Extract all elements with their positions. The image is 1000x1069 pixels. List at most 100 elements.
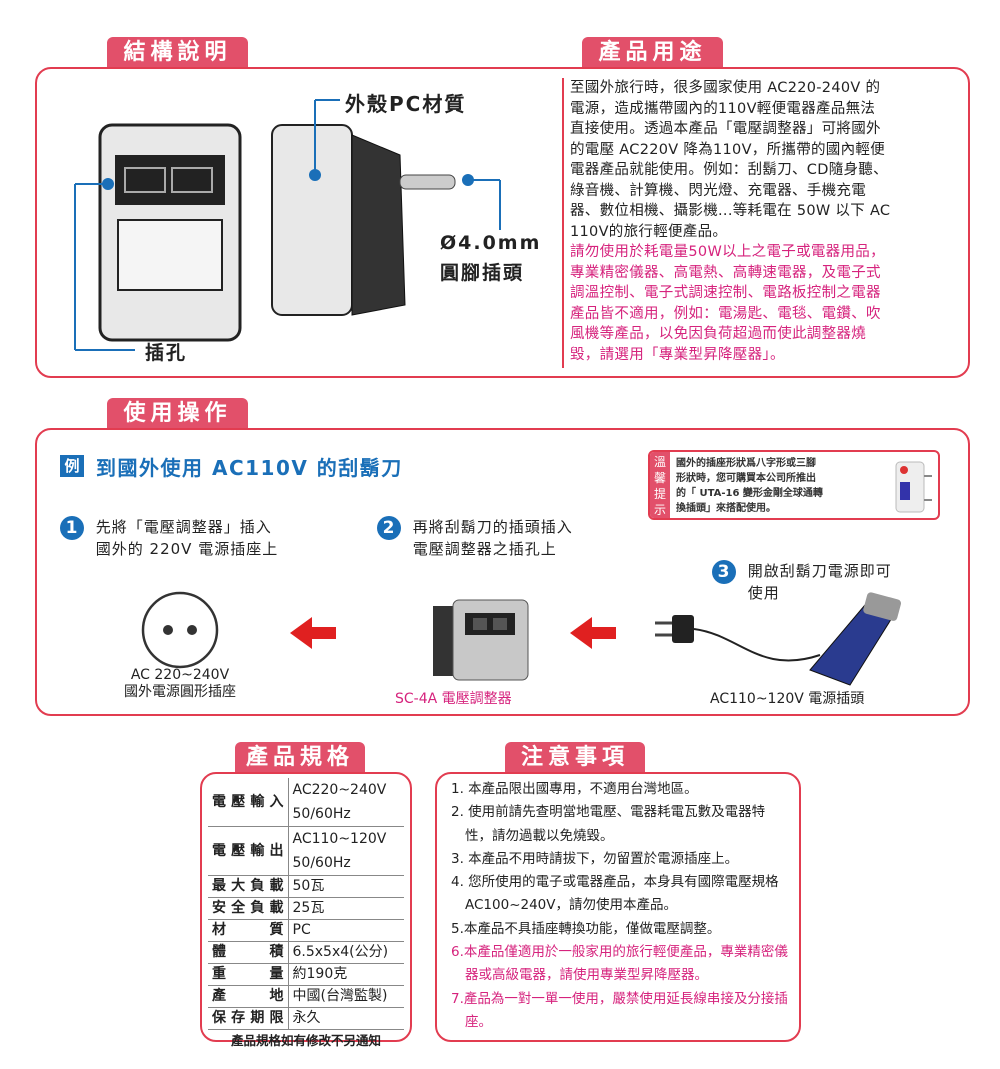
spec-value-line: PC (292, 922, 311, 938)
spec-key: 安全負載 (208, 897, 289, 920)
uta16-adapter-icon (895, 461, 932, 513)
spec-key: 體積 (208, 941, 289, 964)
spec-value-line: 50瓦 (292, 878, 325, 894)
spec-key: 電壓輸入 (208, 778, 289, 827)
step-text: 先將「電壓調整器」插入 (95, 518, 272, 536)
warning-line: 專業精密儀器、高電熱、高轉速電器，及電子式 (570, 264, 881, 281)
desc-line: 的電壓 AC220V 降為110V，所攜帶的國內輕便 (570, 141, 885, 158)
adapter-image (433, 599, 529, 681)
step-number: 1 (60, 516, 84, 540)
round-outlet-icon (141, 591, 219, 669)
desc-line: 電源，造成攜帶國內的110V輕便電器產品無法 (570, 100, 876, 117)
spec-value-line: AC110~120V (292, 831, 387, 847)
pin-label-1: Ø4.0mm (440, 232, 542, 254)
step-text: 開啟刮鬍刀電源即可 (747, 562, 892, 580)
spec-value-line: 25瓦 (292, 900, 325, 916)
desc-line: 器、數位相機、攝影機...等耗電在 50W 以下 AC (570, 203, 891, 219)
adapter-side (271, 124, 353, 316)
adapter-label: SC-4A 電壓調整器 (395, 691, 512, 707)
arrow-left-icon (290, 617, 336, 649)
spec-value-line: 50/60Hz (292, 855, 351, 871)
note-item: 5.本產品不具插座轉換功能，僅做電壓調整。 (451, 920, 721, 937)
spec-value-line: 中國(台灣監製) (292, 988, 388, 1004)
outlet-voltage: AC 220~240V (130, 667, 230, 683)
note-item-warning: 6.本產品僅適用於一般家用的旅行輕便產品，專業精密儀器或高級電器，請使用專業型昇… (451, 944, 788, 984)
desc-line: 直接使用。透過本產品「電壓調整器」可將國外 (570, 121, 881, 137)
step-text: 電壓調整器之插孔上 (412, 540, 557, 558)
arrow-left-icon (570, 617, 616, 649)
structure-tab: 結構說明 (107, 37, 248, 68)
notes-panel: 1. 本產品限出國專用，不適用台灣地區。 2. 使用前請先查明當地電壓、電器耗電… (435, 772, 801, 1042)
spec-tab: 產品規格 (235, 742, 365, 773)
shell-label: 外殼PC材質 (345, 92, 467, 116)
operation-tab: 使用操作 (107, 398, 248, 429)
note-item-warning: 7.產品為一對一單一使用，嚴禁使用延長線串接及分接插座。 (451, 990, 788, 1030)
desc-line: 至國外旅行時，很多國家使用 AC220-240V 的 (570, 80, 881, 96)
spec-value: PC (288, 919, 404, 942)
spec-value: AC110~120V 50/60Hz (288, 826, 404, 876)
divider (562, 78, 564, 368)
desc-line: 電器產品就能使用。例如：刮鬍刀、CD隨身聽、 (570, 162, 888, 178)
spec-value-line: 約190克 (292, 966, 348, 982)
outlet-type: 國外電源圓形插座 (124, 684, 236, 700)
warning-line: 產品皆不適用，例如：電湯匙、電毯、電鑽、吹 (570, 305, 881, 322)
notes-tab: 注意事項 (505, 742, 645, 773)
socket-label: 插孔 (145, 342, 188, 364)
usage-description: 至國外旅行時，很多國家使用 AC220-240V 的 電源，造成攜帶國內的110… (570, 78, 965, 365)
spec-value-line: 50/60Hz (292, 806, 351, 822)
structure-diagram (74, 99, 501, 351)
tip-label: 溫馨提示 (650, 452, 670, 518)
spec-key: 產地 (208, 985, 289, 1008)
desc-line: 綠音機、計算機、閃光燈、充電器、手機充電 (570, 182, 866, 199)
spec-value: 永久 (288, 1007, 404, 1030)
spec-key: 電壓輸出 (208, 826, 289, 876)
note-item: 1. 本產品限出國專用，不適用台灣地區。 (451, 781, 698, 797)
desc-line: 110V的旅行輕便產品。 (570, 223, 728, 240)
step-3: 3 開啟刮鬍刀電源即可使用 (712, 560, 892, 604)
plug-label: AC110~120V 電源插頭 (710, 691, 865, 707)
warning-line: 風機等產品，以免因負荷超過而使此調整器燒 (570, 326, 866, 342)
pin-label-2: 圓腳插頭 (440, 262, 525, 284)
spec-value: 中國(台灣監製) (288, 985, 404, 1008)
step-2: 2 再將刮鬍刀的插頭插入電壓調整器之插孔上 (377, 516, 573, 560)
note-item: 4. 您所使用的電子或電器產品，本身具有國際電壓規格AC100~240V，請勿使… (451, 874, 779, 914)
note-item: 2. 使用前請先查明當地電壓、電器耗電瓦數及電器特性，請勿過載以免燒毀。 (451, 804, 766, 844)
operation-heading: 到國外使用 AC110V 的刮鬍刀 (96, 456, 403, 480)
spec-row: 保存期限永久 (208, 1007, 404, 1030)
tip-line: 的「 UTA-16 變形金剛全球通轉 (676, 488, 823, 499)
tip-line: 國外的插座形狀爲八字形或三腳 (676, 458, 816, 469)
spec-value: 6.5x5x4(公分) (288, 941, 404, 964)
tip-line: 形狀時，您可購買本公司所推出 (676, 473, 816, 484)
spec-key: 保存期限 (208, 1007, 289, 1030)
step-1: 1 先將「電壓調整器」插入國外的 220V 電源插座上 (60, 516, 278, 560)
step-number: 2 (377, 516, 401, 540)
spec-value: 50瓦 (288, 875, 404, 898)
spec-value-line: 永久 (292, 1010, 321, 1026)
spec-key: 重量 (208, 963, 289, 986)
spec-key: 材質 (208, 919, 289, 942)
spec-value: 25瓦 (288, 897, 404, 920)
shaver-plug-image (655, 592, 902, 686)
step-text: 再將刮鬍刀的插頭插入 (412, 518, 573, 536)
example-badge: 例 (60, 455, 84, 477)
step-text: 國外的 220V 電源插座上 (95, 540, 279, 558)
spec-row: 重量約190克 (208, 963, 404, 986)
usage-tab: 產品用途 (582, 37, 723, 68)
spec-row: 產地中國(台灣監製) (208, 985, 404, 1008)
note-item: 3. 本產品不用時請拔下，勿留置於電源插座上。 (451, 850, 739, 867)
warning-line: 請勿使用於耗電量50W以上之電子或電器用品， (570, 244, 885, 260)
spec-value: 約190克 (288, 963, 404, 986)
tip-box: 溫馨提示 國外的插座形狀爲八字形或三腳 形狀時，您可購買本公司所推出 的「 UT… (648, 450, 940, 520)
spec-key: 最大負載 (208, 875, 289, 898)
tip-line: 換插頭」來搭配使用。 (676, 503, 776, 514)
